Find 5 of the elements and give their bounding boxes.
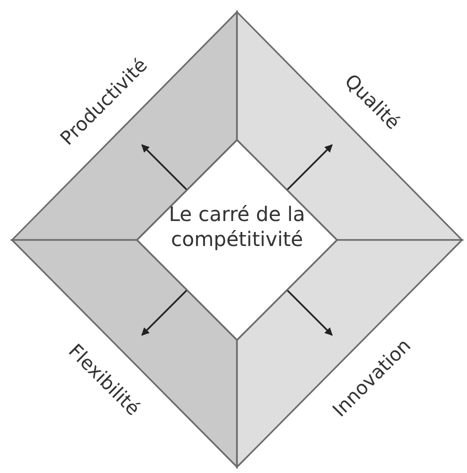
arrow <box>141 144 188 191</box>
arrow <box>141 289 188 336</box>
arrow <box>286 289 333 336</box>
arrow <box>286 144 333 191</box>
center-title: Le carré de la compétitivité <box>168 202 306 252</box>
